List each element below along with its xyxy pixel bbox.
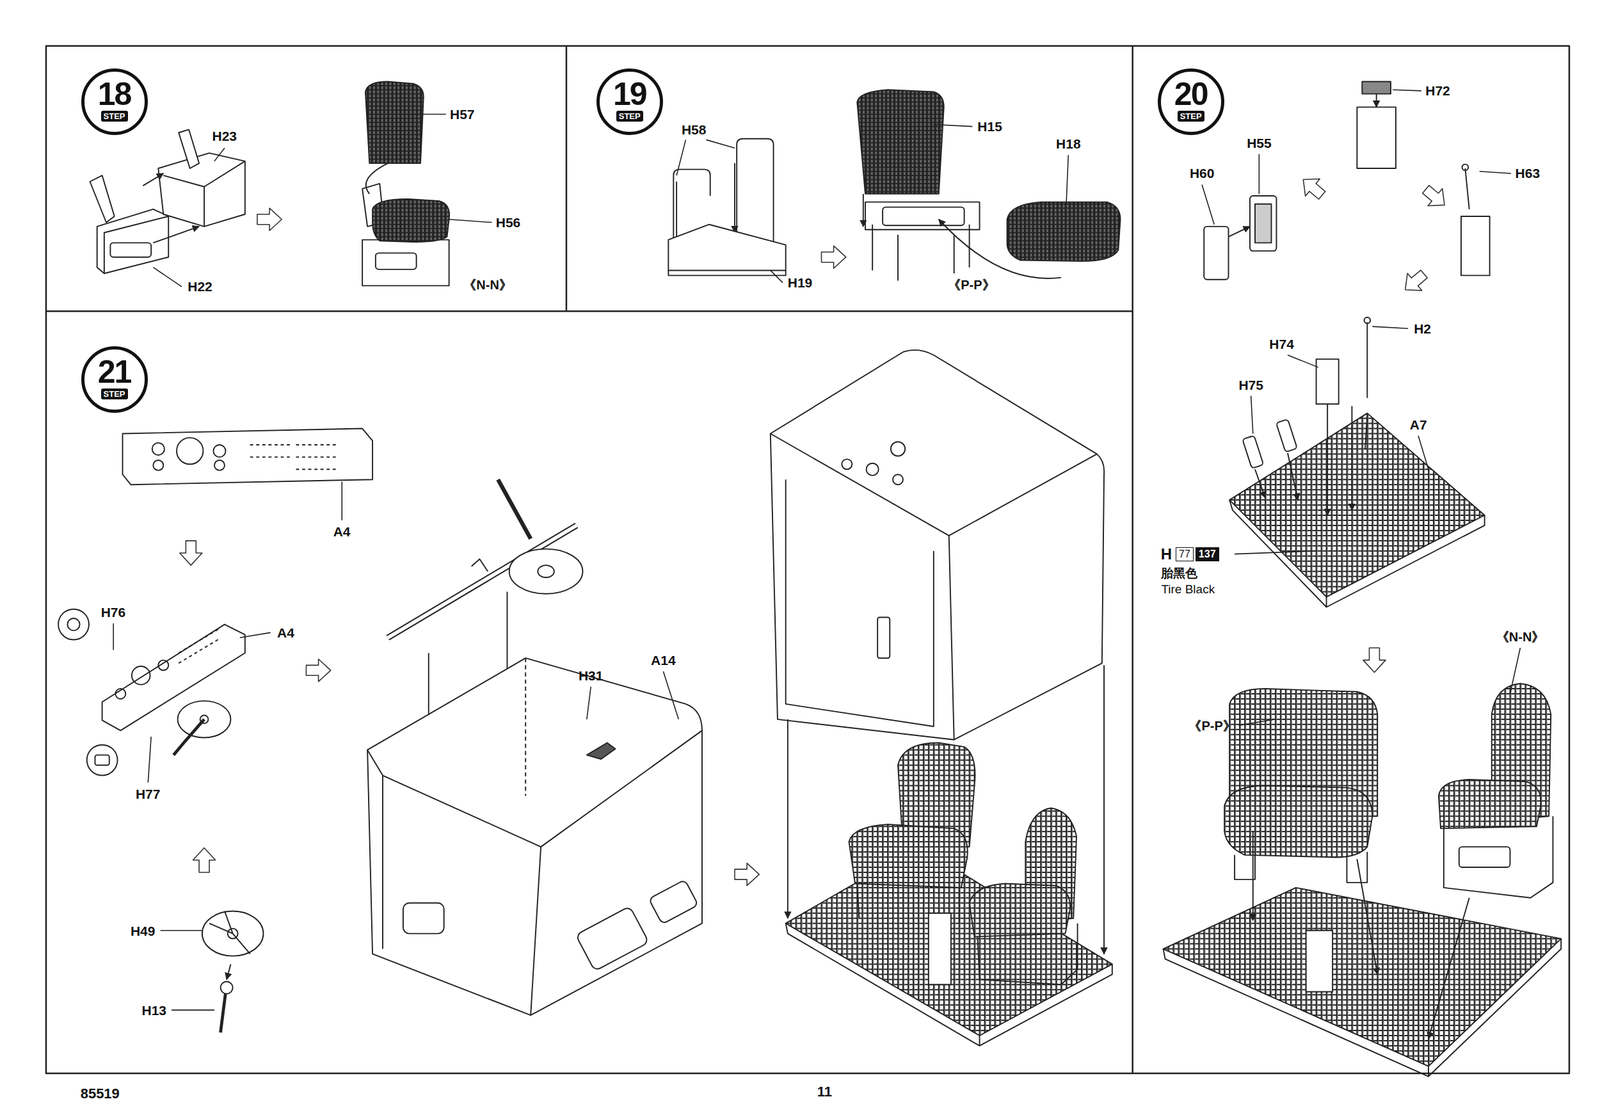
part-callout: H58 (681, 122, 707, 137)
part-callout: A4 (277, 625, 295, 640)
part-callout: A7 (1409, 417, 1428, 432)
part-callout: H72 (1425, 83, 1451, 98)
step-word: STEP (101, 110, 128, 122)
step-word: STEP (101, 388, 128, 400)
part-callout: A4 (333, 524, 351, 539)
part-callout: H49 (130, 923, 156, 939)
paint-maker-code: H (1160, 545, 1172, 563)
part-callout: H63 (1515, 165, 1541, 181)
part-callout: H76 (101, 604, 127, 620)
step-badge: 21STEP (81, 346, 148, 413)
part-callout: H23 (211, 128, 237, 144)
paint-code-box: 77 (1175, 547, 1194, 562)
step-badge: 19STEP (596, 68, 664, 136)
step-number: 21 (84, 355, 145, 388)
part-callout: H75 (1238, 377, 1264, 393)
part-callout: H56 (496, 215, 521, 230)
page-number: 11 (817, 1084, 832, 1100)
step-number: 20 (1160, 78, 1222, 111)
paint-name: Tire Black (1160, 583, 1215, 597)
step-word: STEP (1177, 110, 1205, 122)
part-callout: H19 (787, 275, 813, 290)
step-number: 18 (84, 78, 145, 111)
view-mark: 《P-P》 (1188, 718, 1236, 733)
part-callout: H77 (135, 786, 161, 802)
part-callout: H15 (977, 119, 1003, 134)
part-callout: H22 (187, 279, 213, 294)
page-code: 85519 (80, 1086, 120, 1102)
view-mark: 《N-N》 (463, 277, 512, 292)
step-badge: 20STEP (1157, 68, 1225, 136)
view-mark: 《P-P》 (947, 277, 995, 292)
paint-code-box: 137 (1195, 547, 1220, 562)
part-callout: H31 (578, 668, 604, 683)
step-word: STEP (616, 110, 644, 122)
step-badge: 18STEP (81, 68, 148, 136)
view-mark: 《N-N》 (1496, 629, 1545, 644)
part-callout: H57 (449, 106, 475, 122)
part-callout: A14 (650, 652, 676, 668)
part-callout: H2 (1413, 321, 1432, 336)
part-callout: H13 (141, 1002, 167, 1018)
part-callout: H18 (1056, 136, 1081, 152)
part-callout: H55 (1246, 135, 1272, 151)
paint-code: 77 (1178, 548, 1191, 560)
part-callout: H74 (1269, 336, 1295, 352)
part-callout: H60 (1189, 165, 1215, 181)
paint-code: 137 (1198, 548, 1216, 560)
step-number: 19 (599, 78, 660, 111)
paint-name-chinese: 胎黑色 (1160, 567, 1198, 581)
